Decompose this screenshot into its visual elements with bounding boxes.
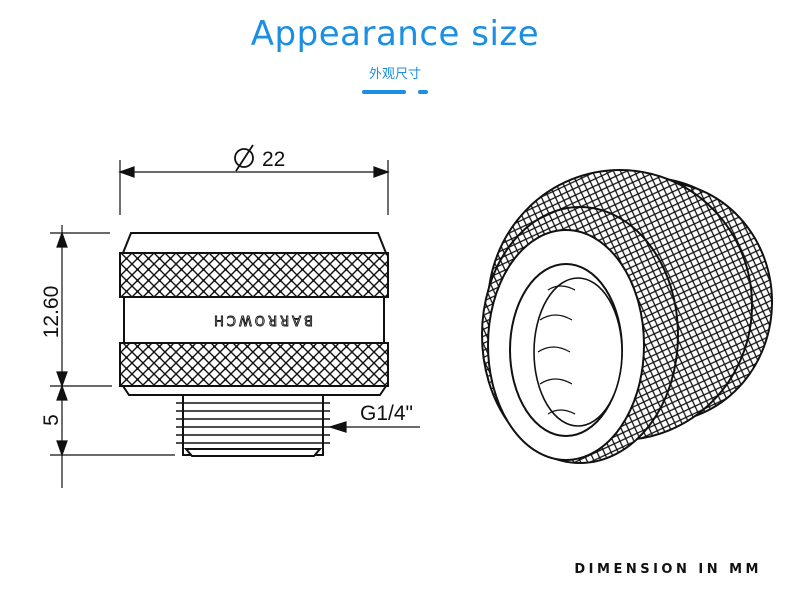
body-height-value: 12.60 (40, 286, 63, 339)
thread-leader (327, 421, 420, 433)
page-title: Appearance size (250, 14, 540, 54)
diameter-symbol (234, 144, 254, 172)
units-note: DIMENSION IN MM (574, 562, 762, 577)
height-dimension (50, 225, 175, 488)
title-underline-long (362, 90, 406, 94)
brand-logo: BARROWCH (211, 312, 314, 328)
fitting-perspective-view (481, 169, 773, 464)
brand-text: BARROWCH (211, 312, 313, 327)
title-underline-short (418, 90, 428, 94)
thread-spec-label: G1/4" (360, 402, 413, 425)
thread-height-value: 5 (40, 414, 63, 426)
diameter-dimension (118, 160, 390, 215)
page-subtitle: 外观尺寸 (368, 67, 421, 82)
fitting-side-view (119, 232, 389, 457)
diameter-value: 22 (262, 148, 285, 171)
